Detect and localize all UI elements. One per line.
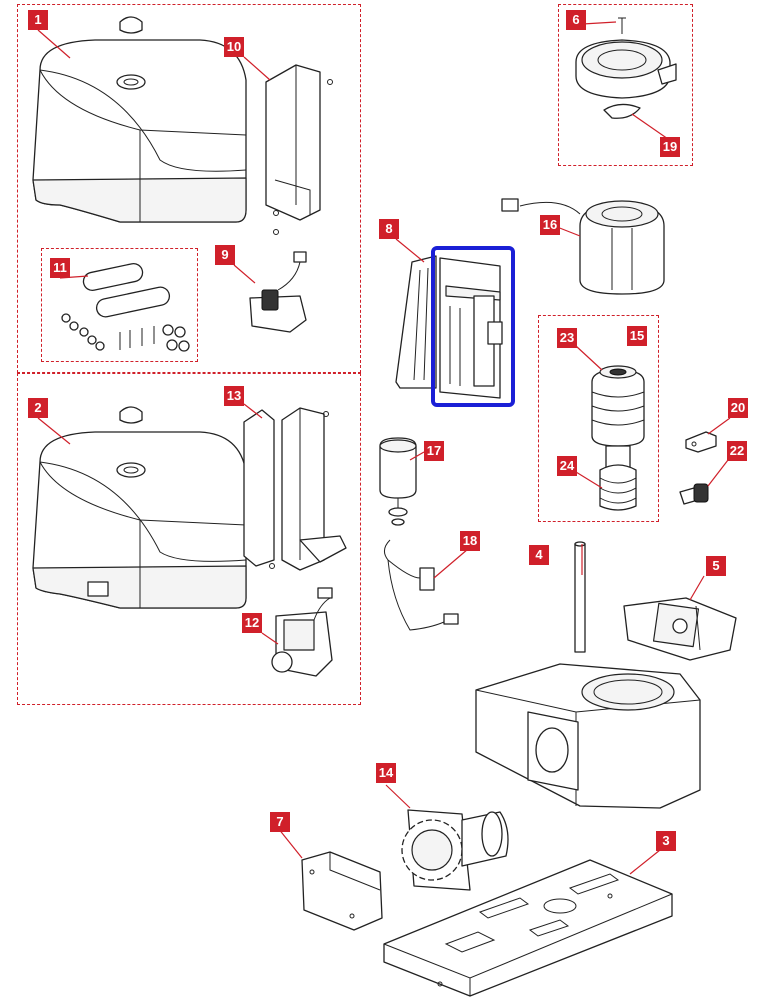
callout-2[interactable]: 2 <box>28 398 48 418</box>
group-box-motor-15 <box>538 315 659 522</box>
callout-4[interactable]: 4 <box>529 545 549 565</box>
group-box-hardware-11 <box>41 248 198 362</box>
bracket-part-10[interactable] <box>265 64 333 235</box>
gasket-part-19[interactable] <box>603 103 641 119</box>
group-box-cover-1 <box>17 4 361 373</box>
encoder-part-6[interactable] <box>575 17 677 99</box>
switch-part-12[interactable] <box>271 587 333 677</box>
shaft-part-4[interactable] <box>574 541 586 653</box>
control-board-part-5[interactable] <box>623 597 737 661</box>
base-plate-part-3[interactable] <box>383 859 673 997</box>
group-box-cover-2 <box>17 373 361 705</box>
cap-part-2[interactable] <box>119 406 143 424</box>
transformer-part-8[interactable] <box>395 255 503 399</box>
callout-9[interactable]: 9 <box>215 245 235 265</box>
capacitor-part-17[interactable] <box>379 437 417 526</box>
cover-part-2[interactable] <box>32 431 247 609</box>
callout-20[interactable]: 20 <box>728 398 748 418</box>
callout-15[interactable]: 15 <box>627 326 647 346</box>
motor-housing-part-16[interactable] <box>501 198 665 295</box>
bracket-part-13[interactable] <box>243 407 347 571</box>
cover-plate-part-7[interactable] <box>301 851 383 931</box>
callout-22[interactable]: 22 <box>727 441 747 461</box>
callout-13[interactable]: 13 <box>224 386 244 406</box>
lock-part-22[interactable] <box>679 483 709 505</box>
callout-19[interactable]: 19 <box>660 137 680 157</box>
callout-11[interactable]: 11 <box>50 258 70 278</box>
callout-8[interactable]: 8 <box>379 219 399 239</box>
callout-1[interactable]: 1 <box>28 10 48 30</box>
group-box-encoder-6 <box>558 4 693 166</box>
callout-12[interactable]: 12 <box>242 613 262 633</box>
switch-part-9[interactable] <box>249 251 307 333</box>
gear-part-14[interactable] <box>401 809 509 891</box>
callout-3[interactable]: 3 <box>656 831 676 851</box>
highlight-box-part-8 <box>431 246 515 407</box>
callout-5[interactable]: 5 <box>706 556 726 576</box>
base-housing[interactable] <box>475 663 701 809</box>
callout-23[interactable]: 23 <box>557 328 577 348</box>
cover-part-1[interactable] <box>32 39 247 223</box>
callout-17[interactable]: 17 <box>424 441 444 461</box>
cap-part-1[interactable] <box>119 16 143 34</box>
hardware-part-11[interactable] <box>61 262 190 352</box>
leader-lines <box>37 21 731 875</box>
motor-rotor-part-15[interactable] <box>591 365 645 447</box>
callout-14[interactable]: 14 <box>376 763 396 783</box>
callout-6[interactable]: 6 <box>566 10 586 30</box>
worm-gear-part-24[interactable] <box>599 445 637 511</box>
callout-16[interactable]: 16 <box>540 215 560 235</box>
callout-24[interactable]: 24 <box>557 456 577 476</box>
callout-7[interactable]: 7 <box>270 812 290 832</box>
key-part-20[interactable] <box>685 431 717 453</box>
cable-part-18[interactable] <box>384 539 459 631</box>
callout-18[interactable]: 18 <box>460 531 480 551</box>
callout-10[interactable]: 10 <box>224 37 244 57</box>
